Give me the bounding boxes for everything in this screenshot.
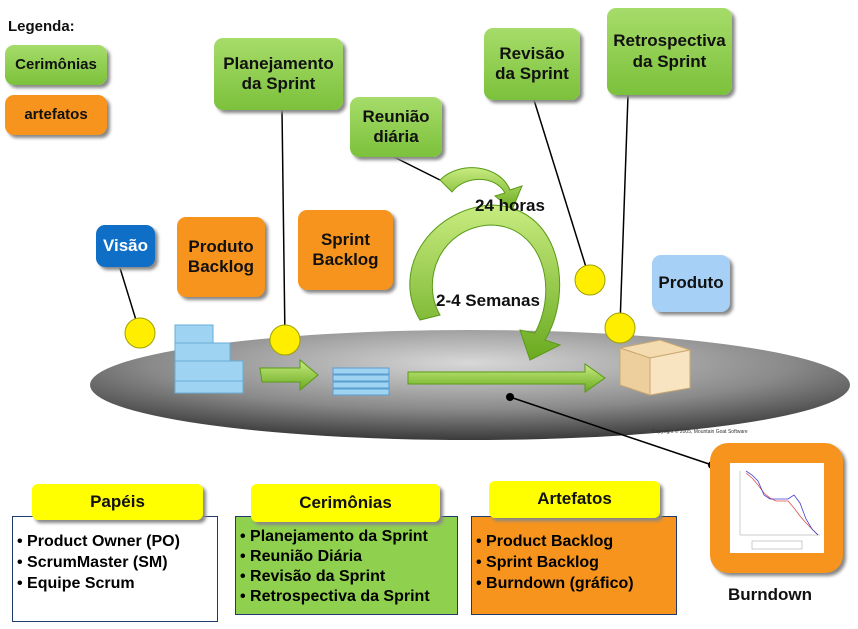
list-item: Revisão da Sprint — [240, 567, 430, 587]
list-item: Sprint Backlog — [476, 552, 634, 573]
list-item: Product Owner (PO) — [17, 531, 180, 552]
burndown-chart — [729, 463, 824, 553]
daily-box: Reunião diária — [350, 97, 442, 157]
copyright: Copyright © 2005, Mountain Goat Software — [652, 429, 748, 435]
list-item: ScrumMaster (SM) — [17, 552, 180, 573]
product-backlog-box: Produto Backlog — [177, 217, 265, 297]
list-item: Reunião Diária — [240, 547, 430, 567]
product-box-icon — [618, 339, 692, 396]
burndown-box — [710, 443, 843, 573]
list-item: Retrospectiva da Sprint — [240, 587, 430, 607]
roles-panel: Product Owner (PO) ScrumMaster (SM) Equi… — [12, 516, 218, 622]
burndown-series-blue — [745, 470, 818, 536]
product-backlog-stack-icon — [174, 324, 244, 394]
vision-box: Visão — [96, 225, 155, 267]
legend-artifacts: artefatos — [5, 95, 107, 135]
ceremonies-header: Cerimônias — [251, 484, 440, 522]
burndown-series-red — [745, 472, 818, 536]
cycle-arrows — [259, 167, 606, 393]
list-item: Planejamento da Sprint — [240, 527, 430, 547]
legend-title: Legenda: — [8, 18, 75, 35]
retro-box: Retrospectiva da Sprint — [607, 8, 732, 95]
legend-ceremonies: Cerimônias — [5, 45, 107, 85]
artifacts-panel: Product Backlog Sprint Backlog Burndown … — [471, 516, 677, 615]
list-item: Burndown (gráfico) — [476, 573, 634, 594]
product-box: Produto — [652, 255, 730, 312]
burndown-label: Burndown — [728, 585, 813, 604]
roles-header: Papéis — [32, 484, 203, 520]
sprint-backlog-box: Sprint Backlog — [298, 210, 393, 290]
markers — [124, 264, 636, 356]
daily-cycle-label: 24 horas — [475, 196, 545, 215]
sprint-backlog-stack-icon — [332, 367, 390, 396]
ceremonies-panel: Planejamento da Sprint Reunião Diária Re… — [235, 516, 458, 615]
list-item: Product Backlog — [476, 531, 634, 552]
artifacts-header: Artefatos — [489, 481, 660, 518]
review-box: Revisão da Sprint — [484, 28, 580, 100]
list-item: Equipe Scrum — [17, 573, 180, 594]
sprint-cycle-label: 2-4 Semanas — [436, 291, 540, 310]
connector-lines — [119, 94, 713, 466]
planning-box: Planejamento da Sprint — [214, 38, 343, 110]
